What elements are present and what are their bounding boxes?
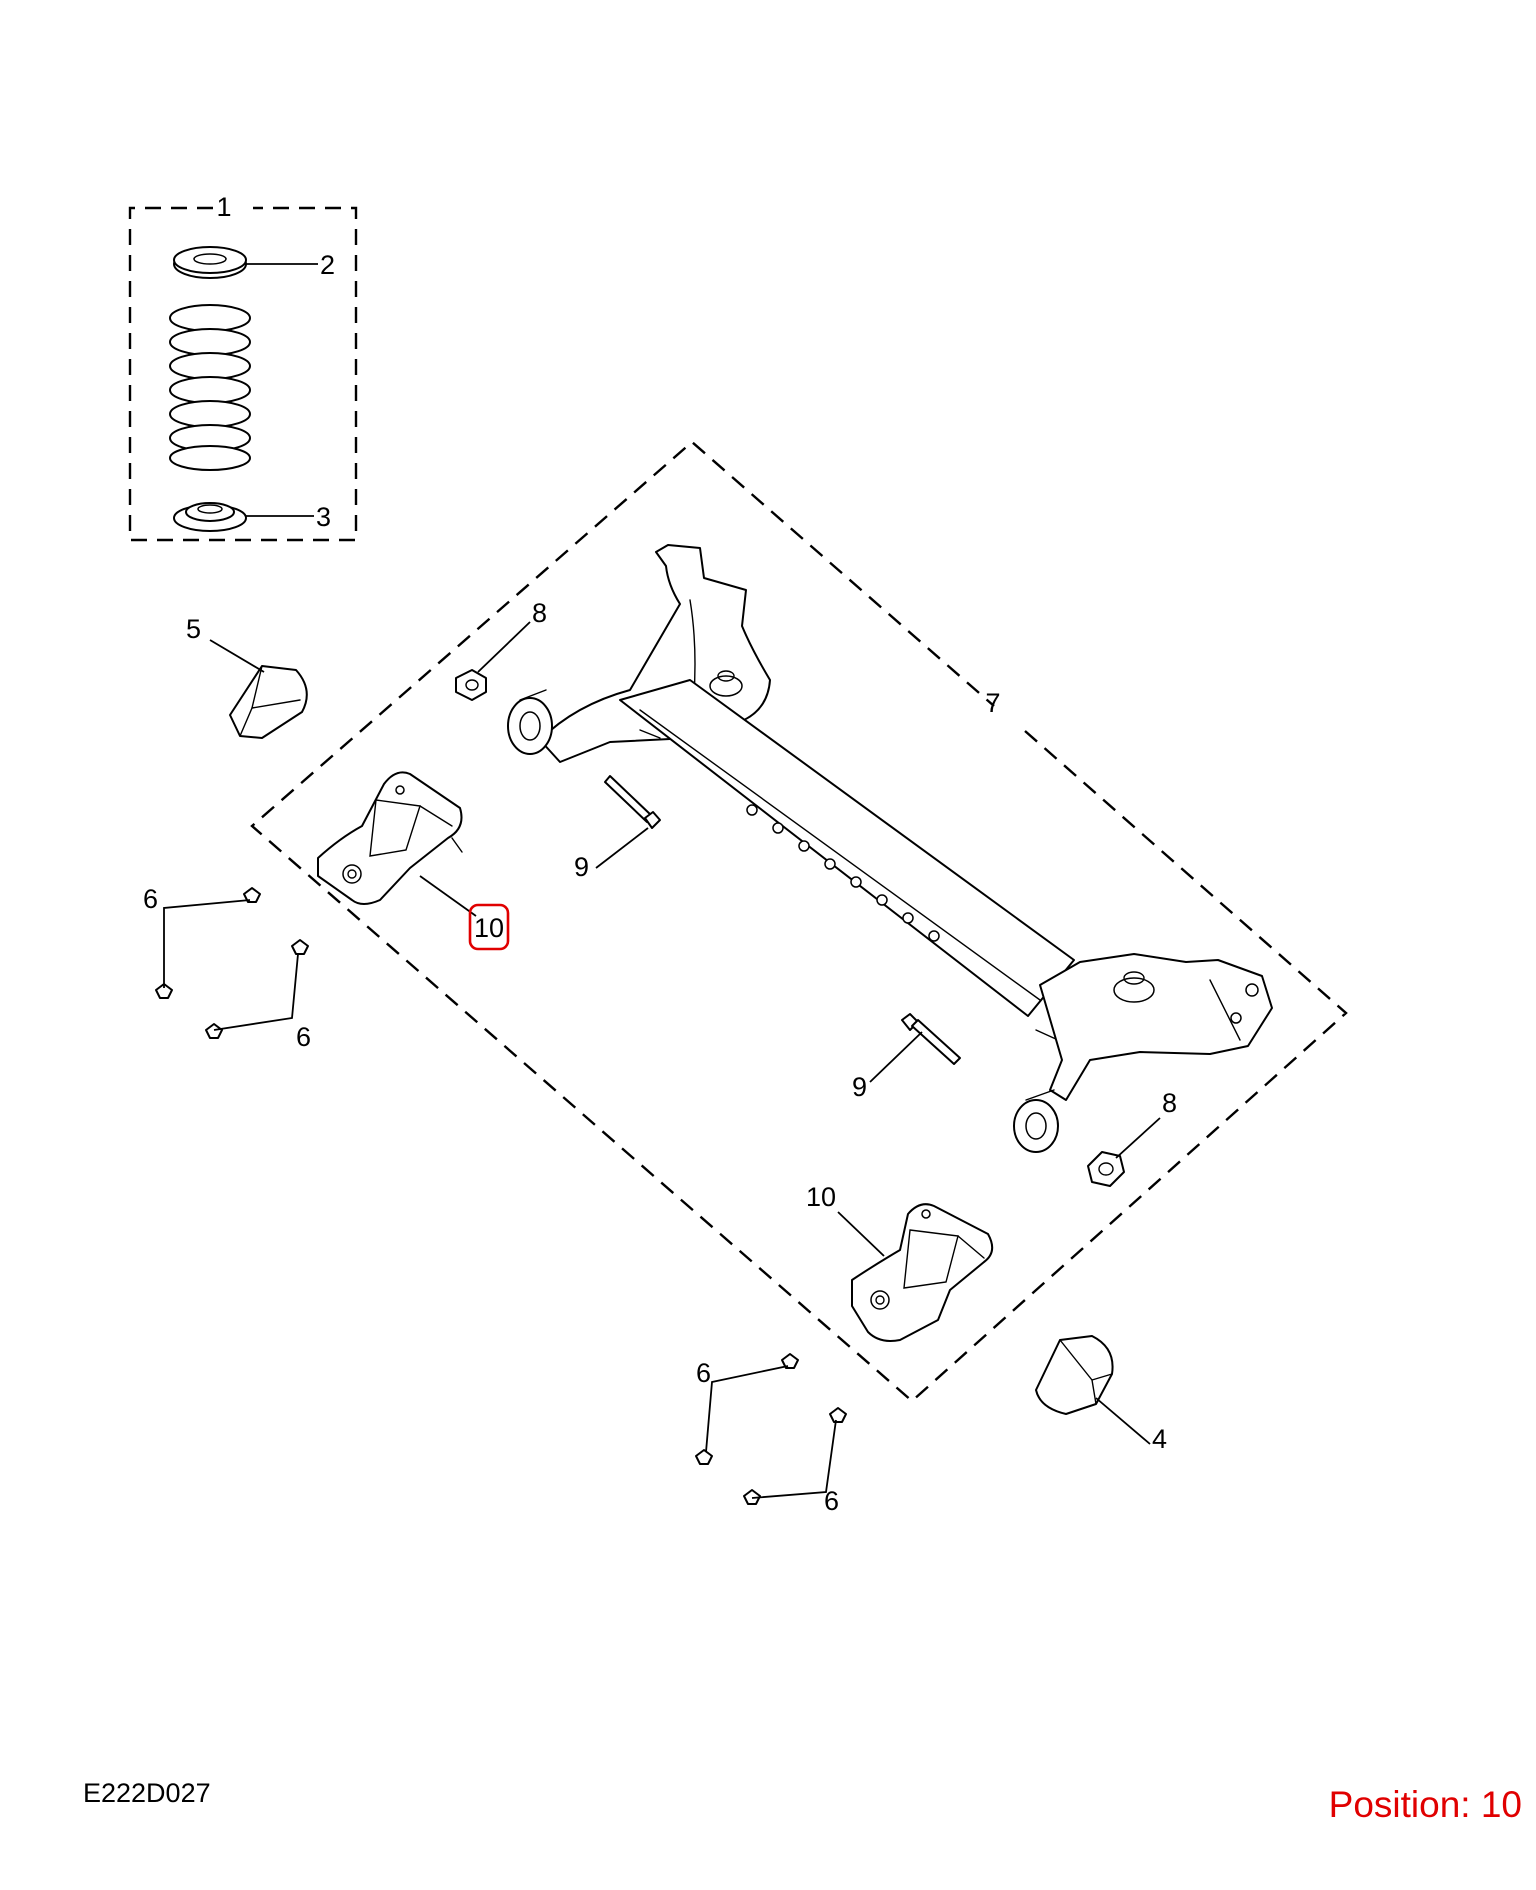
right-bump-stop[interactable] (1035, 1335, 1114, 1415)
callout-6-right-upper[interactable]: 6 (696, 1358, 711, 1388)
axle-assembly-group-frame (250, 440, 1348, 1403)
callout-10-left[interactable]: 10 (474, 913, 504, 943)
callout-2[interactable]: 2 (320, 250, 335, 280)
right-mounting-bracket[interactable] (851, 1203, 994, 1342)
upper-nut[interactable] (455, 669, 487, 701)
callout-6-right-lower[interactable]: 6 (824, 1486, 839, 1516)
drawing-code: E222D027 (83, 1778, 211, 1808)
left-lower-screws[interactable] (205, 939, 309, 1039)
callout-8-lower[interactable]: 8 (1162, 1088, 1177, 1118)
callout-8-upper[interactable]: 8 (532, 598, 547, 628)
left-mounting-bracket[interactable] (317, 771, 463, 905)
callout-9-upper[interactable]: 9 (574, 852, 589, 882)
callout-5[interactable]: 5 (186, 614, 201, 644)
callout-7[interactable]: 7 (985, 688, 1000, 718)
left-bump-stop[interactable] (229, 665, 308, 739)
callout-4[interactable]: 4 (1152, 1424, 1167, 1454)
callout-1[interactable]: 1 (216, 192, 231, 222)
lower-nut[interactable] (1087, 1151, 1125, 1187)
left-upper-screws[interactable] (155, 887, 261, 999)
position-indicator: Position: 10 (1328, 1784, 1522, 1825)
coil-spring[interactable] (169, 304, 251, 471)
callout-6-left-upper[interactable]: 6 (143, 884, 158, 914)
callout-6-left-lower[interactable]: 6 (296, 1022, 311, 1052)
right-lower-screws[interactable] (743, 1407, 847, 1505)
spring-assembly-group-frame (128, 206, 358, 542)
rear-twist-beam-axle[interactable] (507, 544, 1273, 1153)
lower-pivot-bolt[interactable] (901, 1013, 961, 1065)
callout-3[interactable]: 3 (316, 502, 331, 532)
right-upper-screws[interactable] (695, 1353, 799, 1465)
callout-10-right[interactable]: 10 (806, 1182, 836, 1212)
callout-9-lower[interactable]: 9 (852, 1072, 867, 1102)
position-highlight-box (468, 903, 510, 951)
lower-spring-seat[interactable] (173, 502, 247, 532)
upper-pivot-bolt[interactable] (604, 775, 661, 829)
upper-spring-seat[interactable] (173, 246, 247, 279)
